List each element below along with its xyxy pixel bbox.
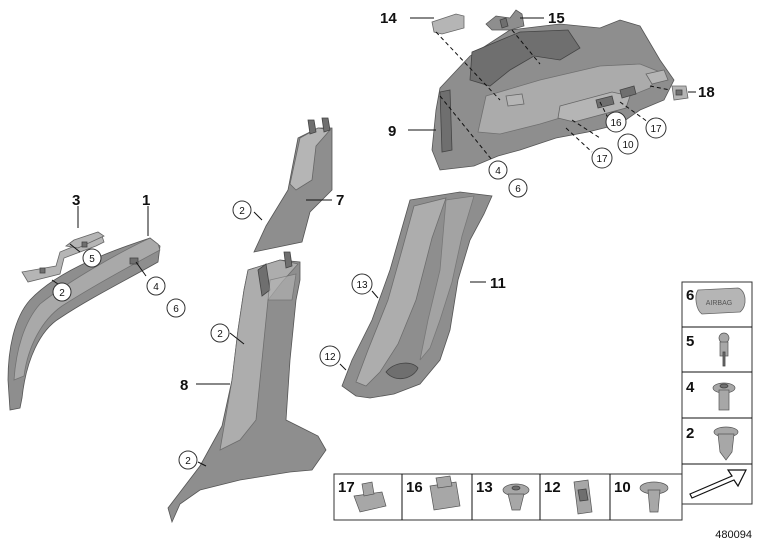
pillar-trim-part-8	[167, 251, 327, 524]
arrow-icon	[689, 469, 747, 499]
bracket-part-15	[485, 9, 525, 31]
rivet-icon	[718, 332, 730, 367]
legend-label-16: 16	[406, 479, 423, 496]
clip-16-icon	[429, 475, 461, 511]
screw-icon	[712, 382, 736, 411]
legend-label-10: 10	[614, 479, 631, 496]
legend-right: 6 AIRBAG 5 4 2	[681, 281, 753, 505]
reference-number: 480094	[715, 529, 752, 541]
callout-2-d: 2	[185, 456, 191, 467]
callout-9: 9	[388, 123, 396, 140]
clip-17-icon	[353, 481, 387, 513]
callout-10: 10	[622, 140, 634, 151]
callout-16: 16	[610, 118, 622, 129]
callout-18: 18	[698, 84, 715, 101]
callout-13: 13	[356, 280, 368, 291]
callout-8: 8	[180, 377, 188, 394]
clip-13-icon	[502, 483, 530, 511]
pillar-trim-part-11	[341, 191, 493, 399]
callout-numbers: 1 3 7 8 9 14 15 18 11	[72, 10, 715, 394]
expanding-clip-icon	[713, 426, 739, 461]
callout-4-b: 4	[495, 166, 501, 177]
callout-4-a: 4	[153, 282, 159, 293]
airbag-badge: AIRBAG	[695, 287, 746, 315]
legend-label-6: 6	[686, 287, 694, 304]
circled-callouts: 5 2 4 6 2 2 2 16 17 10 17 4 6 13 12	[52, 111, 667, 470]
legend-bottom: 17 16 13 12 10	[333, 473, 683, 521]
callout-2-c: 2	[217, 329, 223, 340]
pillar-cover-part-7	[253, 117, 333, 253]
clip-part-18	[671, 85, 689, 101]
callout-6-b: 6	[515, 184, 521, 195]
bracket-part-3	[21, 231, 105, 283]
legend-label-13: 13	[476, 479, 493, 496]
legend-label-12: 12	[544, 479, 561, 496]
callout-6-a: 6	[173, 304, 179, 315]
screw-10-icon	[639, 481, 669, 513]
airbag-text: AIRBAG	[706, 300, 732, 307]
callout-11: 11	[490, 275, 506, 292]
callout-2-a: 2	[59, 288, 65, 299]
callout-3: 3	[72, 192, 80, 209]
callout-12: 12	[324, 352, 336, 363]
callout-14: 14	[380, 10, 397, 27]
callout-17-a: 17	[650, 124, 662, 135]
callout-17-b: 17	[596, 154, 608, 165]
callout-7: 7	[336, 192, 344, 209]
legend-label-4: 4	[686, 379, 695, 396]
leader-lines	[51, 17, 696, 467]
legend-label-17: 17	[338, 479, 355, 496]
small-part-14	[431, 13, 465, 35]
callout-15: 15	[548, 10, 565, 27]
legend-label-2: 2	[686, 425, 694, 442]
callout-2-b: 2	[239, 206, 245, 217]
callout-5: 5	[89, 254, 95, 265]
clip-12-icon	[573, 479, 593, 515]
legend-label-5: 5	[686, 333, 694, 350]
side-trim-part-9	[431, 19, 675, 171]
callout-1: 1	[142, 192, 150, 209]
trim-strip-part-1	[7, 237, 161, 411]
